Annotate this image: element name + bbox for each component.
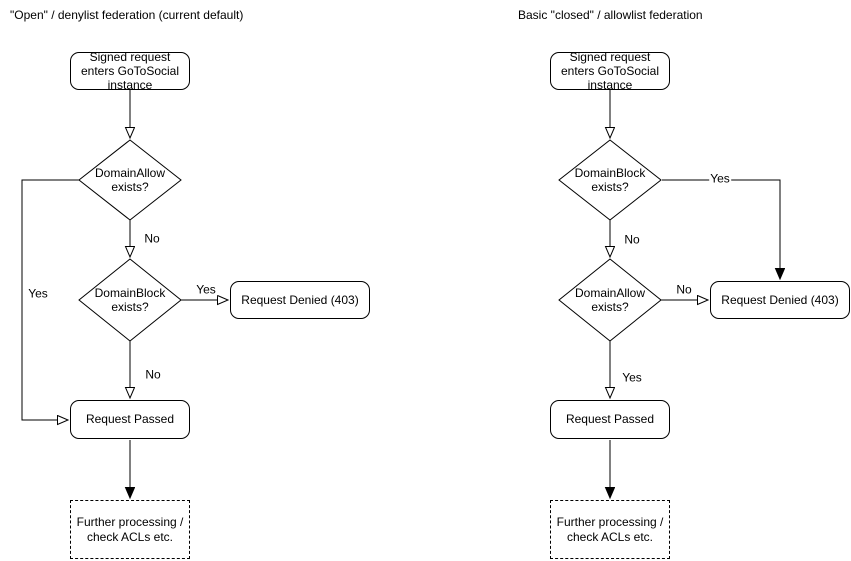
edge-label-decision1-no: No (623, 232, 641, 247)
decision1-label: DomainBlock exists? (574, 165, 646, 194)
decision1-label: DomainAllow exists? (94, 165, 166, 194)
decision2-label: DomainBlock exists? (94, 285, 166, 314)
edge-label-decision1-yes: Yes (709, 171, 731, 186)
decision2-label: DomainAllow exists? (574, 285, 646, 314)
request-denied-node: Request Denied (403) (230, 281, 370, 319)
decision1-diamond-shape (558, 139, 662, 221)
start-node: Signed request enters GoToSocial instanc… (70, 50, 190, 92)
chart-title: Basic "closed" / allowlist federation (518, 8, 703, 22)
edge-label-decision2-no: No (675, 282, 693, 297)
edge-label-decision1-yes: Yes (27, 286, 49, 301)
decision2-diamond-shape (78, 258, 182, 342)
request-denied-node: Request Denied (403) (710, 281, 850, 319)
edge-label-decision2-no: No (144, 367, 162, 382)
request-passed-node: Request Passed (70, 400, 190, 439)
start-node: Signed request enters GoToSocial instanc… (550, 50, 670, 92)
edge-decision1-yes-to-denied (662, 179, 780, 279)
edge-label-decision1-no: No (143, 231, 161, 246)
edge-decision1-yes-to-passed (21, 179, 79, 420)
edge-label-decision2-yes: Yes (195, 282, 217, 297)
further-processing-node: Further processing / check ACLs etc. (70, 500, 190, 559)
further-processing-node: Further processing / check ACLs etc. (550, 500, 670, 559)
decision2-diamond-shape (558, 258, 662, 342)
edge-label-decision2-yes: Yes (621, 370, 643, 385)
request-passed-node: Request Passed (550, 400, 670, 439)
decision1-diamond-shape (78, 139, 182, 221)
chart-title: "Open" / denylist federation (current de… (10, 8, 244, 22)
